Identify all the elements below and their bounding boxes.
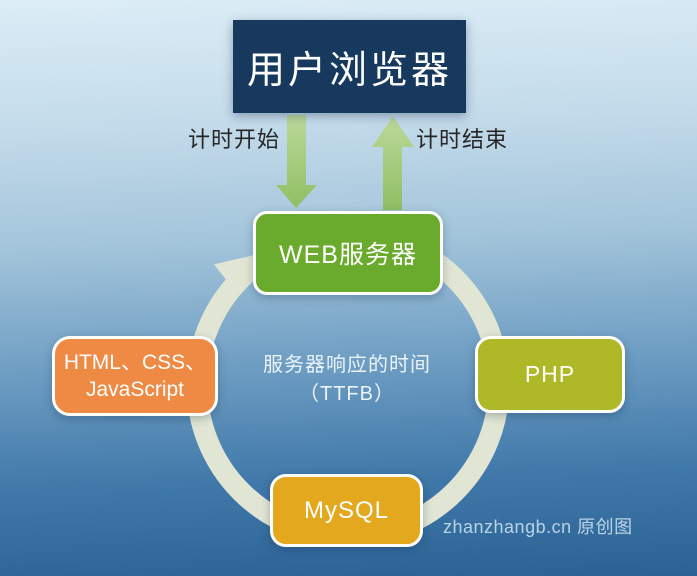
php-box-label: PHP (524, 361, 576, 387)
web-server-box-label: WEB服务器 (279, 241, 417, 269)
cycle-arrowhead-icon (213, 254, 258, 295)
mysql-box: MySQL (270, 474, 423, 547)
frontend-box: HTML、CSS、 JavaScript (52, 336, 218, 416)
timer-start-down-arrow-icon (276, 115, 317, 208)
browser-box-label: 用户浏览器 (246, 50, 452, 92)
watermark: zhanzhangb.cn 原创图 (443, 517, 633, 537)
ttfb-caption: 服务器响应的时间 （TTFB） (225, 351, 469, 409)
frontend-box-label-line1: HTML、CSS、 (63, 351, 207, 374)
php-box: PHP (475, 336, 625, 413)
frontend-box-label-line2: JavaScript (85, 378, 185, 401)
ttfb-caption-line1: 服务器响应的时间 (263, 354, 431, 376)
timer-start-label: 计时开始 (188, 127, 281, 152)
web-server-box: WEB服务器 (253, 211, 443, 295)
mysql-box-label: MySQL (303, 496, 389, 524)
timer-end-label: 计时结束 (416, 127, 509, 152)
timer-end-up-arrow-icon (372, 116, 414, 210)
browser-box: 用户浏览器 (233, 20, 466, 113)
frontend-box-label: HTML、CSS、 JavaScript (64, 349, 206, 403)
ttfb-caption-line2: （TTFB） (299, 383, 395, 405)
